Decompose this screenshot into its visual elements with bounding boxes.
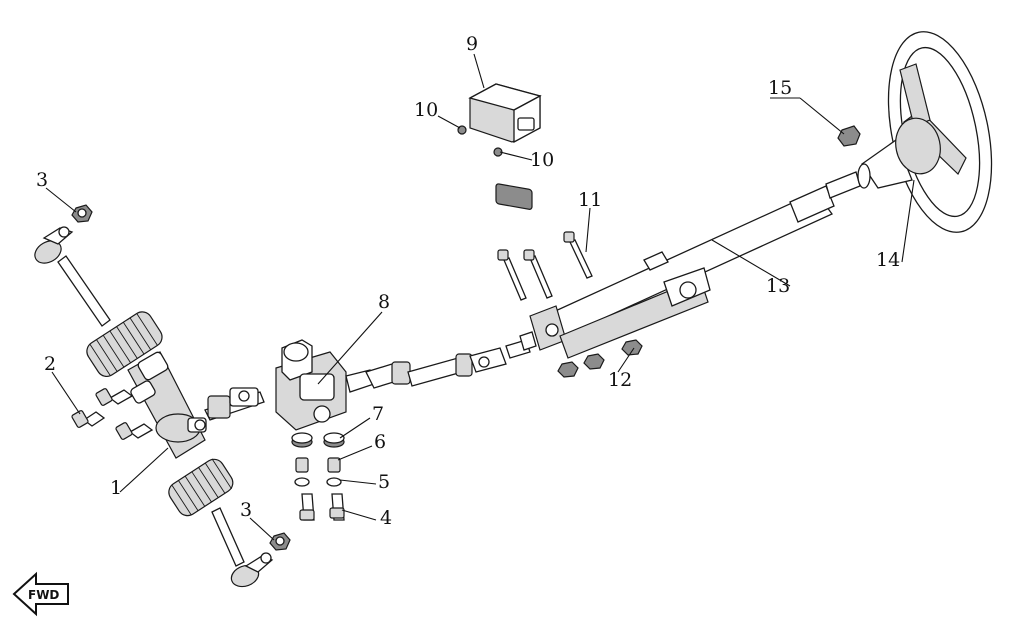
tie-rod-nuts [71,204,291,551]
steering-wheel-nut [837,125,861,147]
callout-3-lower: 3 [240,499,252,521]
upper-shaft [365,339,531,389]
callout-11: 11 [578,189,602,211]
callout-3-upper: 3 [36,169,48,191]
gear-mount-fasteners [291,432,345,521]
column-bolts [497,231,593,301]
callout-numbers: 1 2 3 3 4 5 6 7 8 9 10 10 11 12 13 14 15 [36,33,900,529]
callout-2: 2 [44,353,56,375]
callout-12: 12 [608,369,632,391]
callout-14: 14 [876,249,900,271]
steering-wheel [857,31,993,233]
intermediate-shaft [204,387,265,421]
callout-15: 15 [768,77,792,99]
callout-7: 7 [372,403,384,425]
callout-6: 6 [374,431,386,453]
fwd-label: FWD [28,588,59,602]
mounting-bolts [71,388,154,440]
steering-rack [34,226,274,588]
callout-4: 4 [380,507,392,529]
callout-13: 13 [766,275,790,297]
steering-gear-unit [275,339,375,431]
column-nuts [557,339,643,378]
leader-lines [45,53,915,541]
left-arrow-icon [12,571,69,617]
control-module [468,83,542,210]
callout-9: 9 [466,33,478,55]
callout-10-upper: 10 [414,99,438,121]
callout-10-lower: 10 [530,149,554,171]
callout-1: 1 [110,477,122,499]
steering-column [519,171,861,359]
callout-8: 8 [378,291,390,313]
callout-5: 5 [378,471,390,493]
fwd-direction-indicator: FWD [12,571,69,617]
